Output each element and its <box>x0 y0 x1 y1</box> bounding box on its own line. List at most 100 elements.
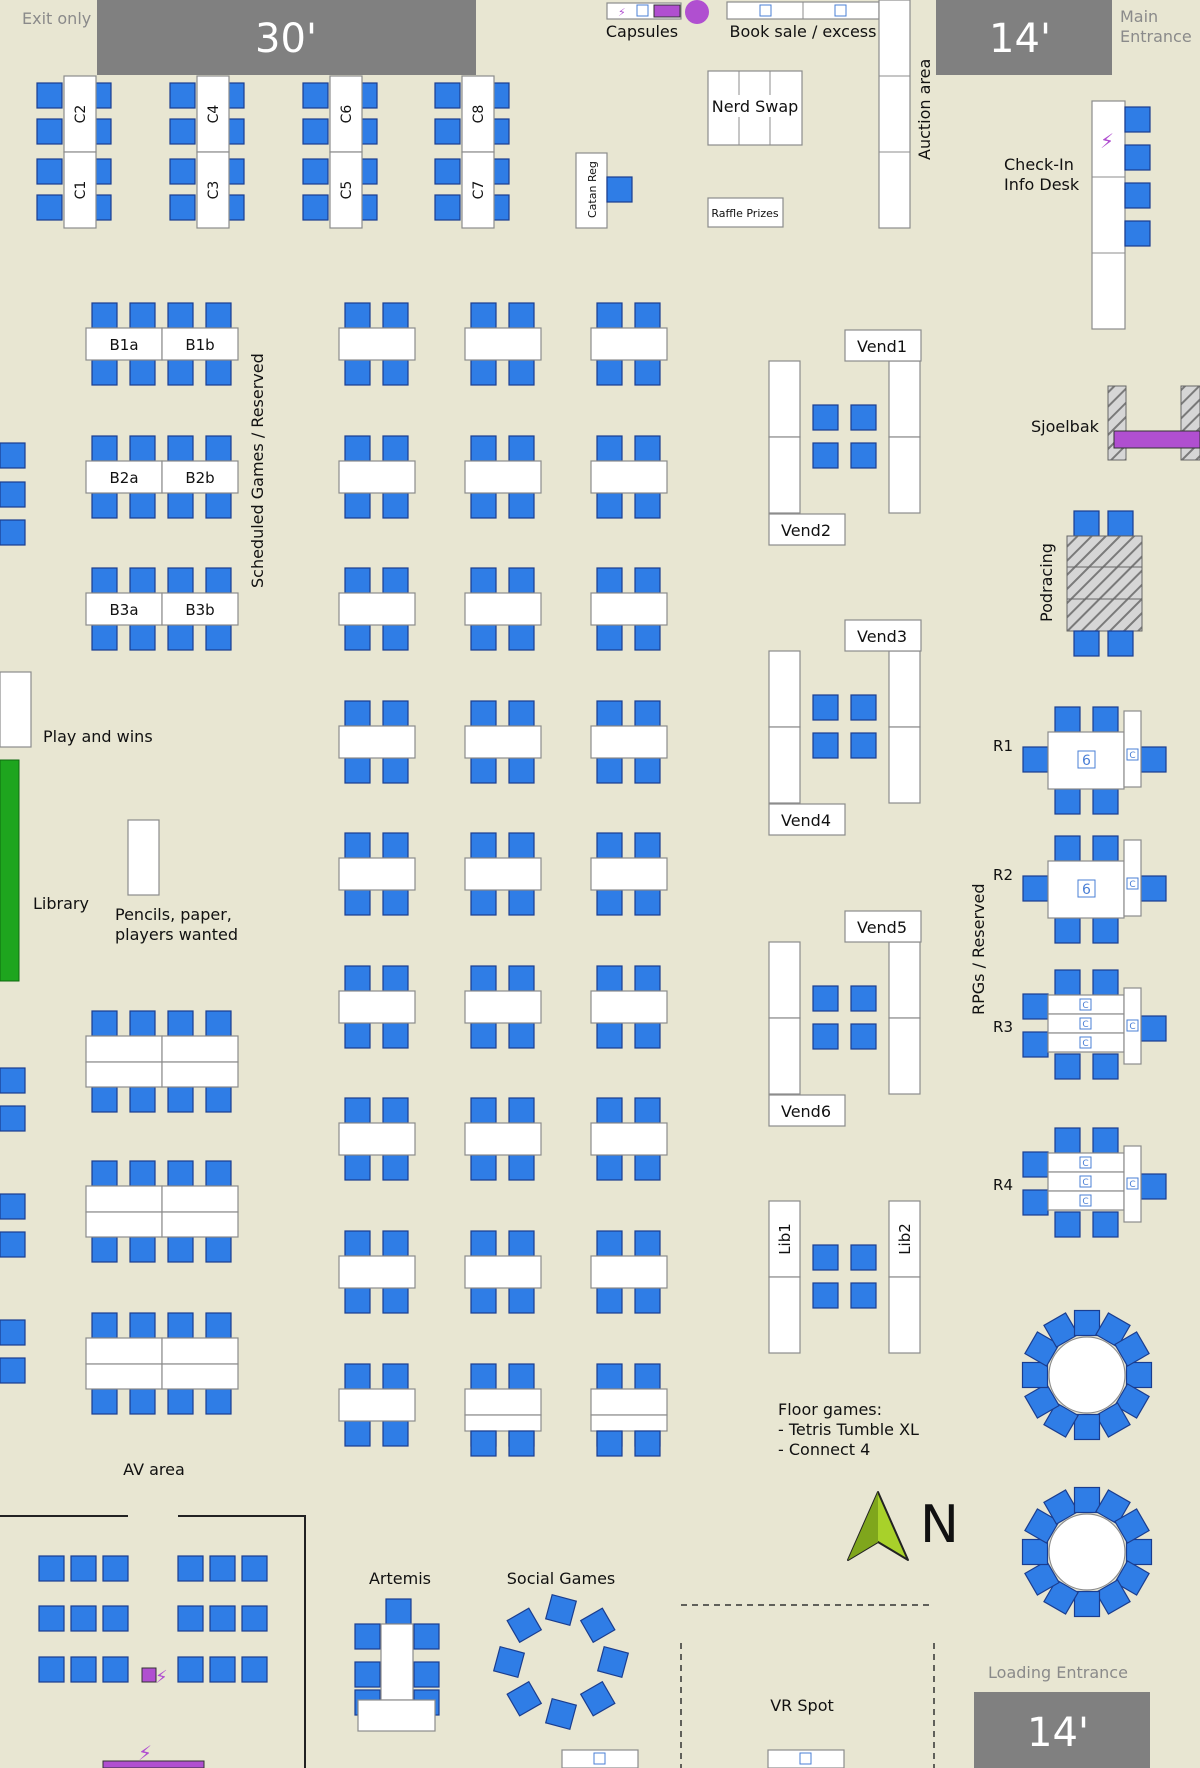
table-c8 <box>461 75 495 153</box>
chair <box>508 889 535 916</box>
chair <box>344 1230 371 1257</box>
outlet-c-icon <box>1126 748 1139 761</box>
chair <box>129 435 156 462</box>
chair <box>102 1656 129 1683</box>
outlet-c-glyph: C <box>1129 751 1135 761</box>
chair <box>434 82 461 109</box>
chair <box>1054 706 1081 733</box>
outlet-c-icon <box>1126 1019 1139 1032</box>
chair <box>850 694 877 721</box>
table-label: C8 <box>471 105 487 124</box>
auction-table <box>878 0 911 229</box>
power-icon: ⚡ <box>618 6 626 19</box>
table <box>338 1255 416 1289</box>
power-icon: ⚡ <box>155 1667 168 1688</box>
chair <box>634 624 661 651</box>
chair <box>1022 875 1049 902</box>
table <box>590 1122 668 1156</box>
outlet-c-icon <box>834 4 847 17</box>
chair <box>634 435 661 462</box>
chair <box>91 1236 118 1263</box>
chair <box>470 832 497 859</box>
chair <box>470 1230 497 1257</box>
chair <box>169 82 196 109</box>
chair <box>344 567 371 594</box>
chair <box>382 889 409 916</box>
table <box>844 329 922 362</box>
chair <box>508 1097 535 1124</box>
chair <box>508 492 535 519</box>
table-c5 <box>329 151 363 229</box>
chair <box>91 302 118 329</box>
chair <box>205 1236 232 1263</box>
chair <box>167 1312 194 1339</box>
chair <box>169 118 196 145</box>
chair <box>470 567 497 594</box>
sjoelbak-leg <box>1180 385 1200 461</box>
table <box>161 1337 239 1365</box>
table-label: B3b <box>185 601 214 619</box>
chair <box>1114 1508 1150 1544</box>
chair <box>167 1236 194 1263</box>
capsule-machine <box>685 0 709 24</box>
chair <box>596 889 623 916</box>
chair <box>544 1697 578 1731</box>
outlet-c-icon <box>1079 1156 1092 1169</box>
chair <box>596 757 623 784</box>
chair <box>634 1430 661 1457</box>
chair <box>470 302 497 329</box>
table <box>768 1017 801 1095</box>
table <box>768 941 801 1019</box>
chair <box>382 624 409 651</box>
av-area-seating <box>38 1555 268 1683</box>
chair <box>91 359 118 386</box>
play-and-wins-label: Play and wins <box>43 727 153 746</box>
chair <box>344 302 371 329</box>
av-area-wall <box>0 1515 306 1768</box>
table <box>161 1211 239 1238</box>
chair <box>1140 746 1167 773</box>
book-sale-label: Book sale / excess <box>730 22 877 41</box>
library-label: Library <box>33 894 89 913</box>
table <box>768 650 801 728</box>
table <box>161 1035 239 1063</box>
outlet-c-glyph: C <box>1082 1197 1088 1207</box>
chair <box>1024 1508 1060 1544</box>
chair <box>129 359 156 386</box>
sjoelbak-board <box>1113 430 1200 449</box>
chair <box>344 889 371 916</box>
chair <box>382 435 409 462</box>
chair <box>129 492 156 519</box>
north-label: N <box>920 1495 959 1555</box>
chair <box>129 1388 156 1415</box>
main-table-grid <box>338 302 668 1457</box>
chair <box>36 194 63 221</box>
chair <box>596 700 623 727</box>
chair <box>596 1230 623 1257</box>
chair <box>0 519 26 546</box>
chair <box>596 1022 623 1049</box>
vendor-label: Vend5 <box>857 918 907 937</box>
table-label: B2a <box>109 469 138 487</box>
chair <box>177 1605 204 1632</box>
table <box>85 1061 163 1088</box>
chair <box>596 624 623 651</box>
chair <box>344 1097 371 1124</box>
av-power-box <box>141 1667 157 1683</box>
chair <box>508 1430 535 1457</box>
chair <box>470 1430 497 1457</box>
chair <box>508 435 535 462</box>
chair <box>177 1656 204 1683</box>
table <box>464 327 542 361</box>
chair <box>129 1312 156 1339</box>
chair <box>344 1287 371 1314</box>
chair <box>470 1363 497 1390</box>
chair <box>205 1160 232 1187</box>
chair <box>344 624 371 651</box>
vendor-label: Vend3 <box>857 627 907 646</box>
table <box>590 1388 668 1416</box>
outlet-c-icon <box>799 1752 812 1765</box>
table <box>590 592 668 626</box>
outlet-c-glyph: C <box>1129 1180 1135 1190</box>
